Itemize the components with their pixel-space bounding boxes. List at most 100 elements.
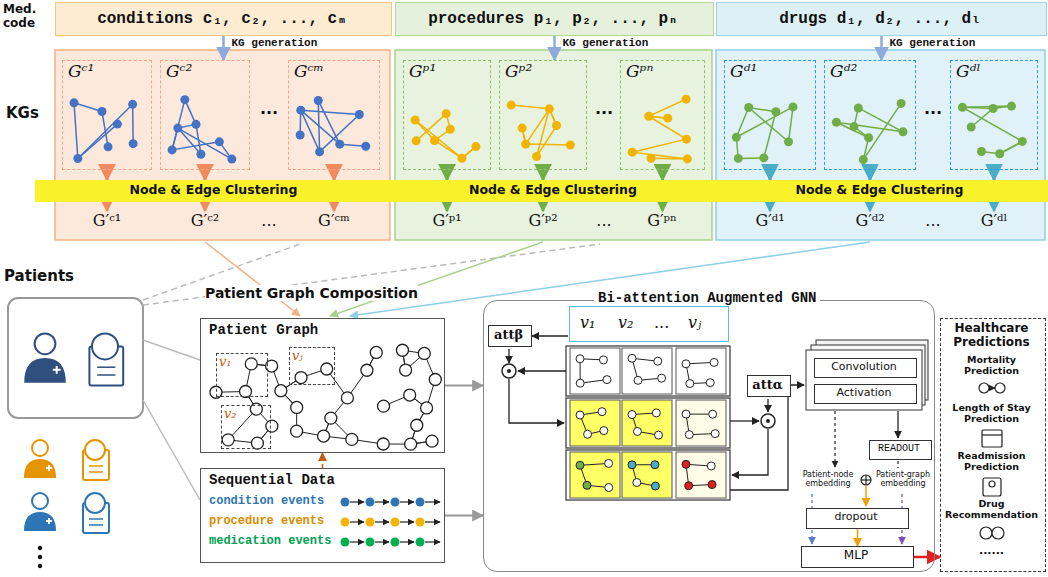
event-dot — [416, 518, 425, 527]
cell-node — [651, 482, 659, 490]
patient-body — [24, 512, 56, 531]
cell-node — [605, 484, 613, 492]
patient-head — [32, 440, 48, 456]
ellipsis-dot — [38, 546, 42, 550]
patient-graph-node — [405, 438, 417, 450]
cell-node — [685, 482, 693, 490]
record-line — [89, 518, 103, 520]
hadamard-symbol — [502, 364, 516, 378]
node-text: vⱼ — [688, 314, 701, 332]
hadamard-dot — [507, 369, 511, 373]
cell-node — [686, 380, 694, 388]
patient-graph-node — [325, 412, 337, 424]
calendar-icon — [982, 430, 1002, 447]
code-box: drugs d₁, d₂, ..., dₗ — [716, 2, 1047, 36]
cell-node — [708, 481, 716, 489]
node-text: Sequential Data — [209, 472, 335, 488]
event-arrow — [425, 521, 440, 522]
mortality-icon — [979, 383, 989, 393]
sequence-box: Sequential Datacondition eventsprocedure… — [200, 468, 445, 563]
connector — [542, 170, 545, 180]
cell-node — [600, 427, 608, 435]
patient-graph-node — [266, 420, 278, 432]
cell-node — [584, 430, 592, 438]
kg-node — [180, 95, 189, 104]
patient-graph-node — [418, 347, 430, 359]
kg-node — [296, 106, 305, 115]
kg-node — [471, 142, 480, 151]
node-text: v₂ — [618, 314, 633, 332]
gnn-panel: Bi-attention Augmented GNNv₁v₂...vⱼattβa… — [483, 300, 935, 572]
cell-node — [633, 479, 641, 487]
label: G′ᵈˡ — [964, 212, 1024, 230]
kg-edge — [537, 109, 550, 157]
attention-arrow — [509, 379, 564, 423]
layer-row — [566, 346, 730, 396]
attention-box: attα — [747, 375, 791, 397]
process-box: MLP — [801, 546, 914, 568]
attention-arrow — [767, 399, 768, 412]
node-text: Bi-attention Augmented GNN — [594, 290, 820, 306]
kg-node — [196, 150, 205, 159]
kg-node — [173, 124, 182, 133]
label: G′ᵖ¹ — [417, 212, 477, 230]
kg-node — [296, 130, 305, 139]
cell-node — [685, 431, 693, 439]
kg-edge — [318, 100, 340, 144]
hospital-icon — [983, 478, 1001, 496]
kg-edge — [415, 120, 462, 158]
label: ... — [254, 212, 284, 230]
connector — [445, 385, 483, 387]
kg-node — [958, 103, 967, 112]
clustering-band: Node & Edge Clustering — [392, 180, 718, 202]
kg-edge — [511, 105, 549, 109]
kg-node — [507, 101, 516, 110]
kg-edge — [632, 139, 686, 152]
connector — [993, 170, 996, 180]
node-text: Gᵖⁿ — [626, 62, 653, 82]
patient-link — [143, 340, 200, 360]
event-arrow — [375, 501, 389, 502]
kg-node — [682, 135, 691, 144]
clustering-band: Node & Edge Clustering — [714, 180, 1048, 202]
event-dot — [391, 538, 400, 547]
label: Patients — [4, 268, 74, 285]
kg-edge — [178, 128, 232, 159]
kg-node — [552, 121, 561, 130]
node-text: READOUT — [870, 443, 928, 455]
event-dot — [341, 518, 350, 527]
node-text: Drug Recommendation — [941, 499, 1042, 521]
kg-edge — [788, 107, 793, 142]
event-dot — [366, 538, 375, 547]
cell-node — [605, 459, 613, 467]
node-text: MLP — [802, 549, 910, 563]
cell-node — [682, 410, 690, 418]
attention-arrow — [730, 420, 759, 421]
kg-box: Gᶜᵐ — [288, 60, 380, 170]
hadamard-dot — [766, 419, 770, 423]
event-arrow — [400, 541, 414, 542]
cell-node — [707, 462, 715, 470]
edge-label: KG generation — [563, 37, 649, 49]
patient-graph-node — [341, 392, 353, 404]
patient-graph-node — [421, 402, 433, 414]
kg-node — [1018, 137, 1027, 146]
kg-node — [457, 154, 466, 163]
kg-node — [521, 140, 530, 149]
composition-line — [350, 242, 870, 316]
patient-graph-node — [295, 372, 307, 384]
attention-arrow — [518, 370, 566, 371]
patient-graph-node — [429, 373, 441, 385]
kg-box: Gᵖ² — [499, 60, 587, 170]
cross — [48, 518, 50, 524]
kg-node — [977, 147, 986, 156]
kg-edge — [632, 152, 687, 159]
kg-node — [989, 104, 998, 113]
edge-label: KG generation — [890, 37, 976, 49]
label: G′ᵈ² — [840, 212, 900, 230]
node-text: ... — [654, 314, 669, 332]
kg-edge — [416, 114, 446, 141]
connector — [445, 515, 483, 517]
kg-node — [104, 142, 113, 151]
kg-node — [361, 142, 370, 151]
